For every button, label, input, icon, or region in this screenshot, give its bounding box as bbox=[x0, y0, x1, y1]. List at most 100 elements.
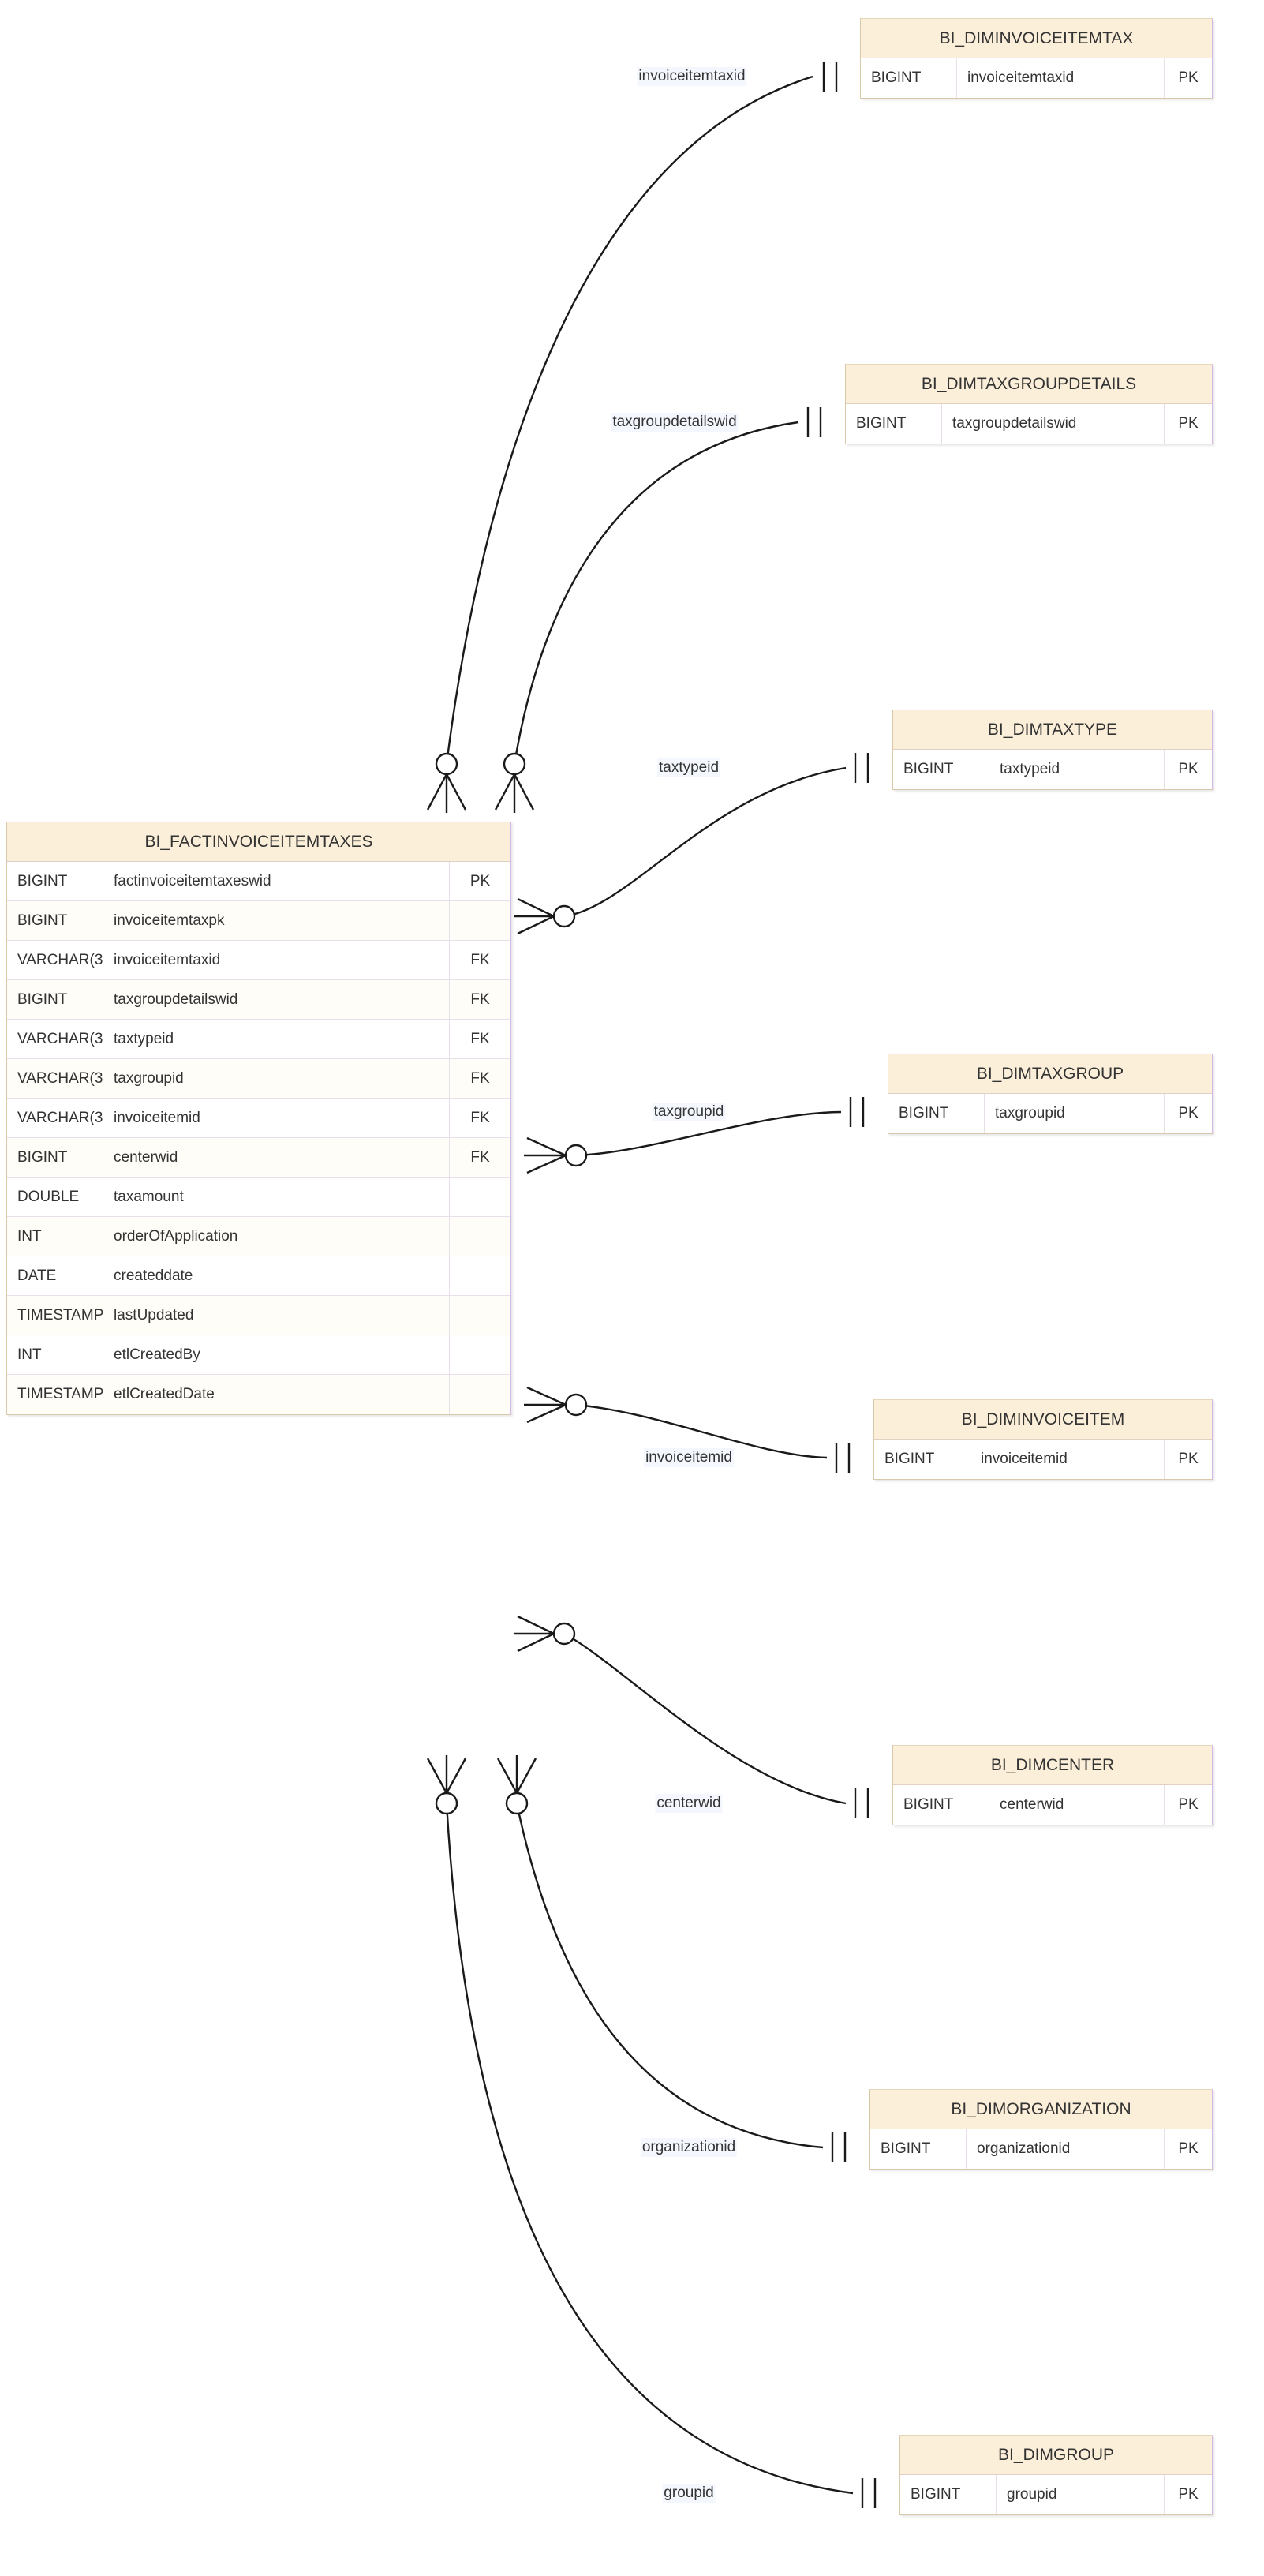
er-cell-name: organizationid bbox=[967, 2129, 1165, 2169]
er-cell-type: BIGINT bbox=[893, 1785, 989, 1825]
er-cell-type: BIGINT bbox=[870, 2129, 967, 2169]
relationship-line-taxgroupdetailswid bbox=[494, 407, 822, 813]
er-cell-name: createddate bbox=[103, 1256, 450, 1295]
er-cell-type: BIGINT bbox=[874, 1440, 970, 1479]
er-cell-key: PK bbox=[469, 872, 491, 889]
er-table-row: VARCHAR(36)taxgroupid FK bbox=[7, 1059, 510, 1099]
er-cell-key bbox=[450, 1335, 510, 1374]
edge-label-rel-taxgroupid: taxgroupid bbox=[652, 1103, 726, 1121]
er-cell-key bbox=[450, 1217, 510, 1256]
er-cell-name: centerwid bbox=[103, 1138, 450, 1177]
er-cell-name: invoiceitemid bbox=[103, 1099, 450, 1137]
er-table-title: BI_DIMTAXTYPE bbox=[893, 710, 1212, 750]
er-cell-key bbox=[450, 1296, 510, 1335]
er-cell-key: PK bbox=[1178, 1451, 1199, 1467]
er-cell-name: taxamount bbox=[103, 1178, 450, 1216]
er-cell-type: VARCHAR(36) bbox=[7, 1099, 103, 1137]
er-cell-key: PK bbox=[1178, 415, 1199, 432]
er-cell-key bbox=[450, 1256, 510, 1295]
er-cell-name: taxtypeid bbox=[989, 750, 1165, 789]
er-table-title: BI_DIMORGANIZATION bbox=[870, 2090, 1212, 2129]
er-cell-type: VARCHAR(36) bbox=[7, 1059, 103, 1098]
er-cell-type: BIGINT bbox=[7, 1138, 103, 1177]
er-cell-type: BIGINT bbox=[7, 901, 103, 940]
relationship-line-taxtypeid bbox=[514, 753, 869, 935]
er-table-title: BI_FACTINVOICEITEMTAXES bbox=[7, 822, 510, 862]
relationship-line-organizationid bbox=[496, 1755, 847, 2162]
er-cell-name: etlCreatedDate bbox=[103, 1375, 450, 1414]
er-cell-type: BIGINT bbox=[846, 404, 942, 444]
er-table-title: BI_DIMINVOICEITEMTAX bbox=[861, 19, 1212, 58]
er-cell-type: BIGINT bbox=[7, 862, 103, 900]
er-cell-name: invoiceitemtaxid bbox=[957, 58, 1165, 98]
er-cell-type: VARCHAR(36) bbox=[7, 941, 103, 979]
edge-label-rel-taxgroupdetailswid: taxgroupdetailswid bbox=[611, 413, 739, 432]
relationship-line-centerwid bbox=[514, 1615, 869, 1818]
edge-label-rel-groupid: groupid bbox=[662, 2484, 716, 2503]
er-cell-key: PK bbox=[1178, 761, 1199, 777]
er-cell-type: VARCHAR(36) bbox=[7, 1020, 103, 1058]
er-cell-key bbox=[450, 901, 510, 940]
er-cell-type: TIMESTAMP bbox=[7, 1296, 103, 1335]
er-cell-name: groupid bbox=[997, 2475, 1165, 2514]
er-cell-name: invoiceitemtaxpk bbox=[103, 901, 450, 940]
er-cell-key: PK bbox=[1178, 1796, 1199, 1813]
relationship-line-invoiceitemtaxid bbox=[426, 62, 838, 813]
er-cell-key: FK bbox=[470, 1069, 490, 1087]
er-cell-name: taxgroupid bbox=[103, 1059, 450, 1098]
er-cell-name: etlCreatedBy bbox=[103, 1335, 450, 1374]
er-cell-key: FK bbox=[470, 1148, 490, 1166]
er-cell-key: FK bbox=[470, 1030, 490, 1047]
er-cell-name: invoiceitemid bbox=[970, 1440, 1165, 1479]
er-cell-type: DATE bbox=[7, 1256, 103, 1295]
er-cell-key: PK bbox=[1178, 2486, 1199, 2503]
er-cell-type: BIGINT bbox=[7, 980, 103, 1019]
er-cell-name: centerwid bbox=[989, 1785, 1165, 1825]
er-cell-key: FK bbox=[470, 951, 490, 968]
er-cell-name: factinvoiceitemtaxeswid bbox=[103, 862, 450, 900]
er-cell-type: BIGINT bbox=[888, 1094, 985, 1133]
er-cell-key: PK bbox=[1178, 1105, 1199, 1121]
er-cell-type: BIGINT bbox=[861, 58, 957, 98]
relationship-line-groupid bbox=[426, 1755, 877, 2508]
er-table-row: VARCHAR(36)invoiceitemtaxid FK bbox=[7, 941, 510, 980]
er-cell-key bbox=[450, 1178, 510, 1216]
er-table-title: BI_DIMTAXGROUP bbox=[888, 1054, 1212, 1094]
er-cell-type: BIGINT bbox=[900, 2475, 997, 2514]
er-table-title: BI_DIMINVOICEITEM bbox=[874, 1400, 1212, 1440]
edge-label-rel-taxtypeid: taxtypeid bbox=[656, 758, 721, 777]
er-cell-type: BIGINT bbox=[893, 750, 989, 789]
er-cell-type: TIMESTAMP bbox=[7, 1375, 103, 1414]
er-cell-name: lastUpdated bbox=[103, 1296, 450, 1335]
er-cell-name: invoiceitemtaxid bbox=[103, 941, 450, 979]
er-cell-key: PK bbox=[1178, 2140, 1199, 2157]
er-cell-key: FK bbox=[470, 1109, 490, 1126]
er-cell-name: taxtypeid bbox=[103, 1020, 450, 1058]
edge-label-rel-invoiceitemid: invoiceitemid bbox=[644, 1448, 734, 1467]
er-cell-name: orderOfApplication bbox=[103, 1217, 450, 1256]
